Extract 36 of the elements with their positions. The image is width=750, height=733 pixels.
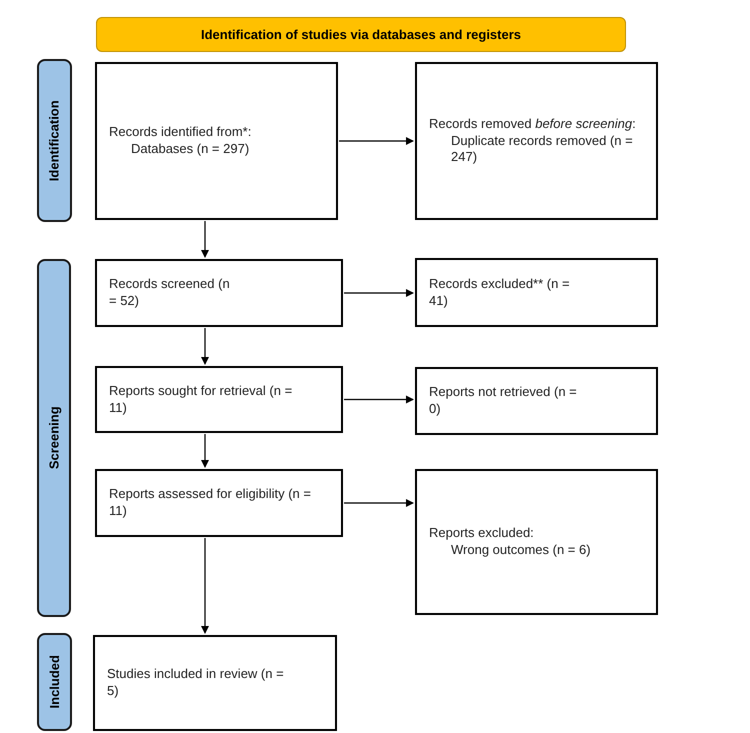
phase-label (37, 259, 71, 617)
phase-label-text: Screening (45, 406, 62, 470)
box-text: Wrong outcomes (n = 6) (450, 542, 592, 559)
box-text: Databases (n = 297) (130, 141, 250, 158)
process-box (95, 469, 343, 537)
process-box (415, 367, 658, 435)
process-box (415, 469, 658, 615)
arrow (344, 396, 414, 404)
phase-label-text: Identification (46, 100, 63, 181)
process-box (95, 259, 343, 327)
arrow (201, 328, 209, 365)
box-text: Studies included in review (n = 5) (107, 666, 285, 700)
process-box (93, 635, 337, 731)
arrow (201, 434, 209, 468)
box-text: Records screened (n = 52) (109, 276, 231, 310)
arrow (201, 221, 209, 258)
box-text: Reports not retrieved (n = 0) (429, 384, 578, 418)
process-box (415, 62, 658, 220)
arrow (201, 538, 209, 634)
box-text: Reports sought for retrieval (n = 11) (109, 382, 294, 416)
phase-label (37, 633, 72, 731)
box-text: Records removed before screening: (429, 116, 637, 133)
phase-label-text: Included (46, 655, 63, 709)
box-text: Reports assessed for eligibility (n = 11) (109, 486, 312, 520)
process-box (415, 258, 658, 327)
arrow (344, 289, 414, 297)
arrow (344, 499, 414, 507)
section-header: Identification of studies via databases and registers (96, 17, 626, 52)
box-text: Duplicate records removed (n = 247) (450, 132, 634, 166)
box-text: Records excluded** (n = 41) (429, 276, 571, 310)
box-text: Reports excluded: (429, 525, 535, 542)
arrow (339, 137, 414, 145)
phase-label (37, 59, 72, 222)
process-box (95, 366, 343, 433)
process-box (95, 62, 338, 220)
box-text: Records identified from*: (109, 124, 252, 141)
